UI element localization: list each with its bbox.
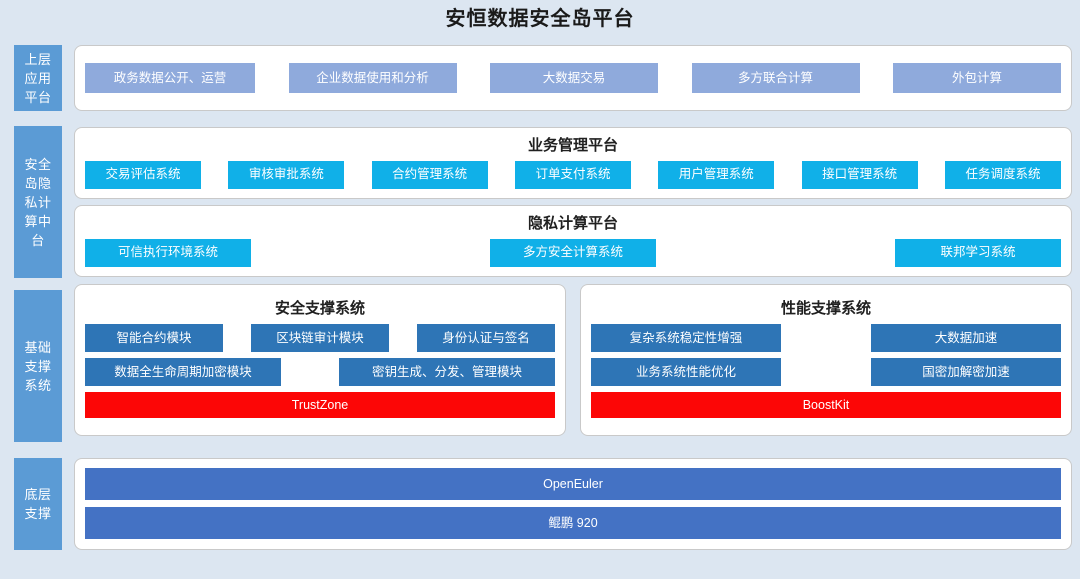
chip-transaction-evaluation-system[interactable]: 交易评估系统 (85, 160, 201, 189)
sidebar-label-privacy-midplatform-text: 安全岛隐私计算中台 (24, 156, 52, 248)
band-privacy-midplatform-body: 业务管理平台 交易评估系统 审核审批系统 合约管理系统 订单支付系统 用户管理系… (74, 120, 1072, 284)
chip-multiparty-joint-computing[interactable]: 多方联合计算 (691, 63, 860, 93)
panel-security-support-system: 安全支撑系统 智能合约模块 区块链审计模块 身份认证与签名 数据全生命周期加密模… (74, 284, 566, 436)
application-chip-row: 政务数据公开、运营 企业数据使用和分析 大数据交易 多方联合计算 外包计算 (85, 63, 1061, 93)
band-application-platform: 上层应用平台 政务数据公开、运营 企业数据使用和分析 大数据交易 多方联合计算 … (0, 36, 1080, 120)
panel-title-security-support: 安全支撑系统 (274, 300, 365, 317)
sidebar-label-underlying-support-text: 底层支撑 (24, 487, 52, 521)
sidebar-label-privacy-midplatform: 安全岛隐私计算中台 (14, 126, 62, 278)
band-privacy-computing-midplatform: 安全岛隐私计算中台 业务管理平台 交易评估系统 审核审批系统 合约管理系统 订单… (0, 120, 1080, 284)
sidebar-label-application-platform-text: 上层应用平台 (24, 51, 52, 105)
chip-review-approval-system[interactable]: 审核审批系统 (228, 160, 345, 189)
chip-identity-auth-signature[interactable]: 身份认证与签名 (417, 324, 555, 352)
band-foundation-support-body: 安全支撑系统 智能合约模块 区块链审计模块 身份认证与签名 数据全生命周期加密模… (74, 284, 1072, 448)
sidebar-label-application-platform: 上层应用平台 (14, 45, 62, 111)
chip-smart-contract-module[interactable]: 智能合约模块 (85, 324, 223, 352)
band-application-platform-body: 政务数据公开、运营 企业数据使用和分析 大数据交易 多方联合计算 外包计算 (74, 36, 1072, 120)
chip-gov-data-open[interactable]: 政务数据公开、运营 (85, 63, 255, 93)
chip-boostkit[interactable]: BoostKit (591, 392, 1061, 418)
performance-chip-row-1: 复杂系统稳定性增强 大数据加速 (591, 324, 1061, 352)
panel-title-privacy-computing: 隐私计算平台 (527, 214, 618, 232)
panel-underlying-support: OpenEuler 鲲鹏 920 (74, 458, 1072, 550)
panel-title-business-management: 业务管理平台 (527, 136, 618, 154)
panel-privacy-computing-platform: 隐私计算平台 可信执行环境系统 多方安全计算系统 联邦学习系统 (74, 205, 1072, 277)
sidebar-label-foundation-support-text: 基础支撑系统 (24, 339, 52, 393)
chip-business-system-performance-optimization[interactable]: 业务系统性能优化 (591, 358, 781, 386)
panel-performance-support-system: 性能支撑系统 复杂系统稳定性增强 大数据加速 业务系统性能优化 国密加解密加速 … (580, 284, 1072, 436)
performance-footer-row: BoostKit (591, 392, 1061, 418)
chip-secure-multiparty-computation-system[interactable]: 多方安全计算系统 (490, 238, 656, 267)
chip-bigdata-acceleration[interactable]: 大数据加速 (871, 324, 1061, 352)
chip-blockchain-audit-module[interactable]: 区块链审计模块 (251, 324, 389, 352)
band-underlying-support-body: OpenEuler 鲲鹏 920 (74, 450, 1072, 558)
chip-complex-system-stability-enhancement[interactable]: 复杂系统稳定性增强 (591, 324, 781, 352)
underlying-chip-row-2: 鲲鹏 920 (85, 507, 1061, 539)
security-chip-row-2: 数据全生命周期加密模块 密钥生成、分发、管理模块 (85, 358, 555, 386)
chip-enterprise-data-analysis[interactable]: 企业数据使用和分析 (288, 63, 457, 93)
chip-key-generation-distribution-management-module[interactable]: 密钥生成、分发、管理模块 (339, 358, 555, 386)
business-chip-row: 交易评估系统 审核审批系统 合约管理系统 订单支付系统 用户管理系统 接口管理系… (85, 160, 1061, 189)
performance-chip-row-2: 业务系统性能优化 国密加解密加速 (591, 358, 1061, 386)
chip-openeuler[interactable]: OpenEuler (85, 468, 1061, 500)
chip-data-lifecycle-encryption-module[interactable]: 数据全生命周期加密模块 (85, 358, 281, 386)
sidebar-label-underlying-support: 底层支撑 (14, 458, 62, 550)
chip-order-payment-system[interactable]: 订单支付系统 (514, 160, 631, 189)
chip-federated-learning-system[interactable]: 联邦学习系统 (895, 238, 1061, 267)
chip-interface-management-system[interactable]: 接口管理系统 (801, 160, 918, 189)
page-title: 安恒数据安全岛平台 (445, 8, 635, 30)
chip-outsourced-computing[interactable]: 外包计算 (893, 63, 1061, 93)
underlying-chip-row-1: OpenEuler (85, 468, 1061, 500)
band-foundation-support-system: 基础支撑系统 安全支撑系统 智能合约模块 区块链审计模块 身份认证与签名 数据全… (0, 284, 1080, 448)
chip-user-management-system[interactable]: 用户管理系统 (658, 160, 775, 189)
chip-trusted-execution-environment-system[interactable]: 可信执行环境系统 (85, 238, 251, 267)
panel-title-performance-support: 性能支撑系统 (780, 300, 871, 317)
security-footer-row: TrustZone (85, 392, 555, 418)
chip-kunpeng-920[interactable]: 鲲鹏 920 (85, 507, 1061, 539)
chip-task-scheduling-system[interactable]: 任务调度系统 (944, 160, 1061, 189)
band-underlying-support: 底层支撑 OpenEuler 鲲鹏 920 (0, 450, 1080, 558)
privacy-chip-row: 可信执行环境系统 多方安全计算系统 联邦学习系统 (85, 238, 1061, 267)
panel-business-management-platform: 业务管理平台 交易评估系统 审核审批系统 合约管理系统 订单支付系统 用户管理系… (74, 127, 1072, 199)
chip-bigdata-trading[interactable]: 大数据交易 (490, 63, 658, 93)
panel-application-platform: 政务数据公开、运营 企业数据使用和分析 大数据交易 多方联合计算 外包计算 (74, 45, 1072, 111)
sidebar-label-foundation-support: 基础支撑系统 (14, 290, 62, 442)
chip-contract-management-system[interactable]: 合约管理系统 (371, 160, 488, 189)
security-chip-row-1: 智能合约模块 区块链审计模块 身份认证与签名 (85, 324, 555, 352)
chip-sm-crypto-acceleration[interactable]: 国密加解密加速 (871, 358, 1061, 386)
chip-trustzone[interactable]: TrustZone (85, 392, 555, 418)
